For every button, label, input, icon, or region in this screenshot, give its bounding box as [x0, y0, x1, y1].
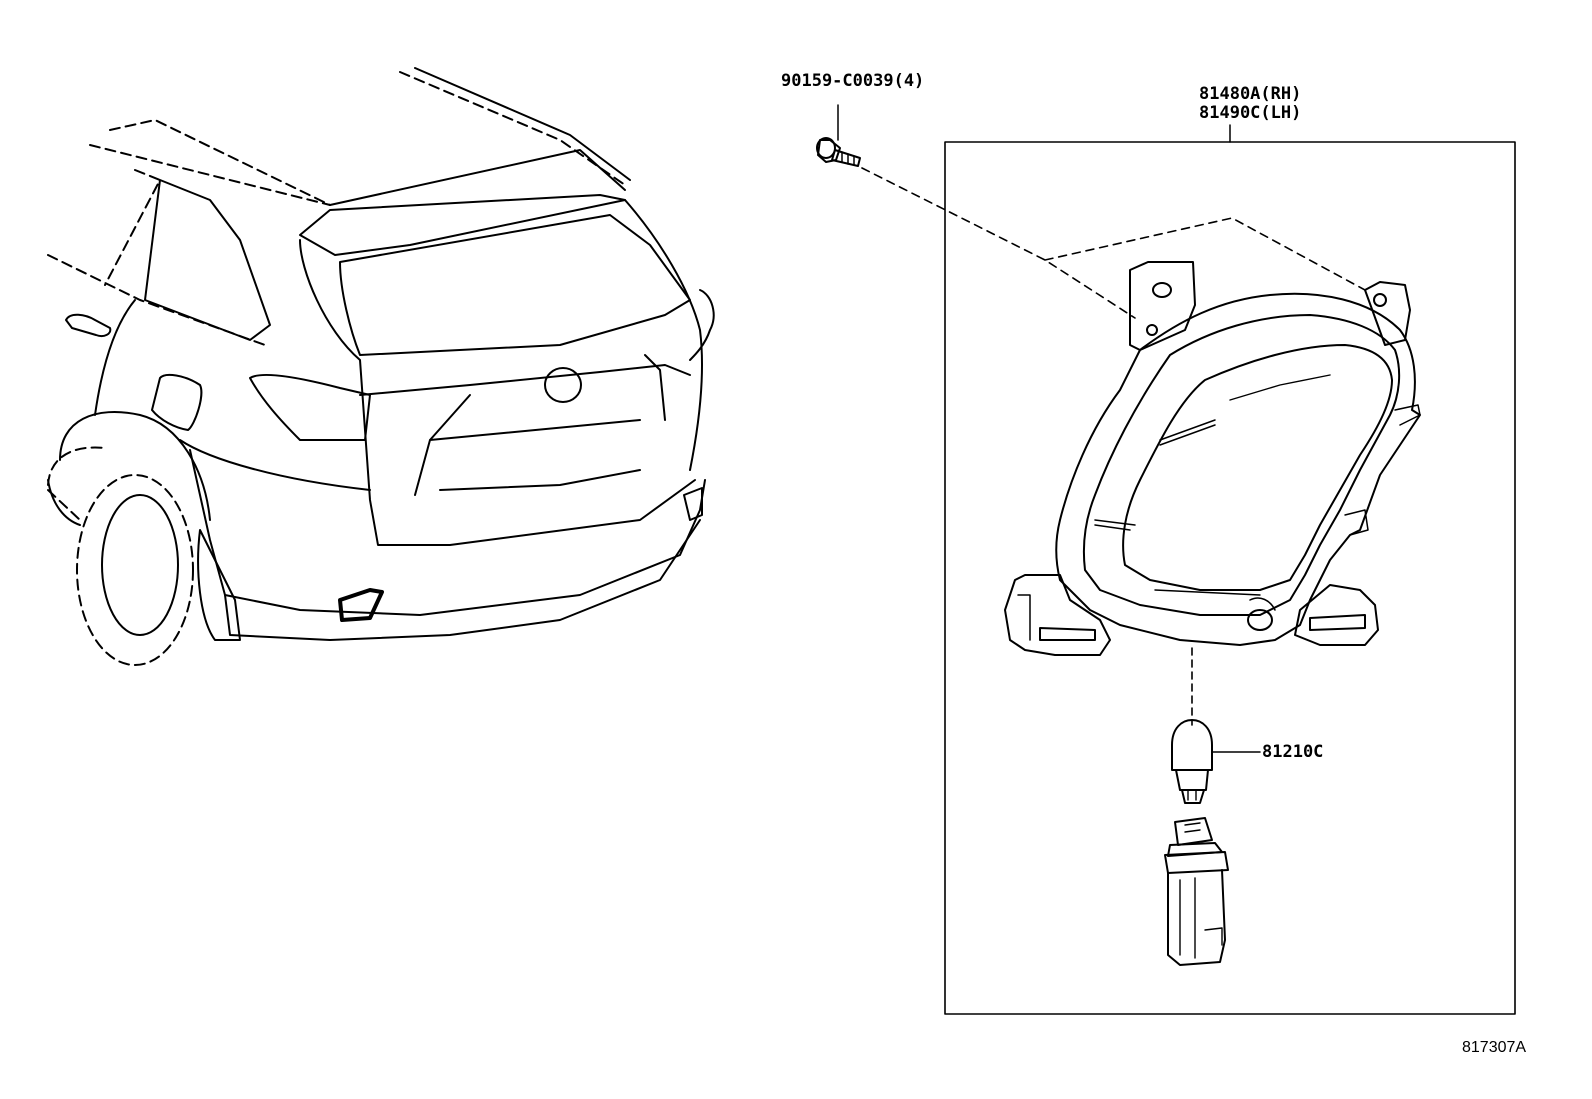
- lamp-assembly-box: [944, 141, 1516, 1015]
- lamp-lh-part-number-label: 81490C(LH): [1199, 103, 1302, 123]
- bulb-part: [1171, 719, 1213, 804]
- diagram-reference-number: 817307A: [1462, 1039, 1527, 1056]
- rear-fog-lamp-housing: [1004, 261, 1421, 656]
- socket-part: [1164, 817, 1229, 966]
- bulb-part-number-label: 81210C: [1262, 742, 1324, 762]
- bolt-part-number-label: 90159-C0039(4): [781, 71, 925, 91]
- bolt-part: [816, 104, 861, 167]
- vehicle-illustration: [47, 67, 715, 666]
- lamp-rh-part-number-label: 81480A(RH): [1199, 84, 1302, 104]
- bolt-leader-lines: [861, 167, 1366, 319]
